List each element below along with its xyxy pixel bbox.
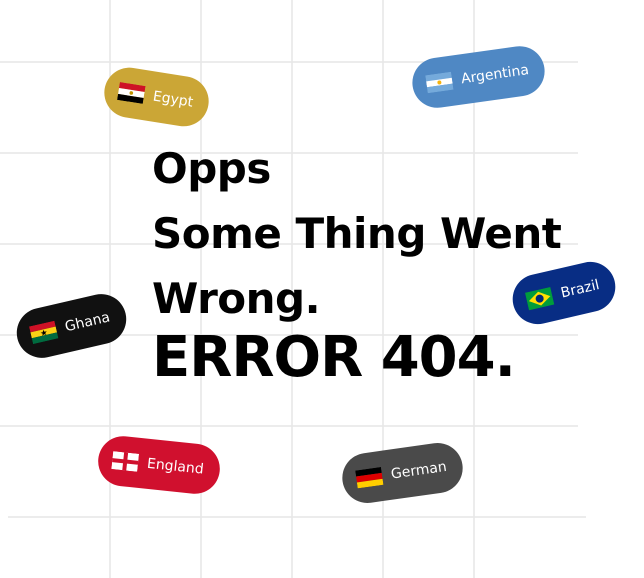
headline-line-opps: Opps <box>152 144 271 193</box>
tag-label: England <box>146 455 205 478</box>
tag-label: Egypt <box>151 88 195 111</box>
error-code: ERROR 404. <box>152 325 516 390</box>
tag-argentina[interactable]: Argentina <box>409 42 549 112</box>
tag-brazil[interactable]: Brazil <box>507 256 621 330</box>
germany-flag-icon <box>355 466 384 489</box>
tag-label: German <box>389 458 448 483</box>
tag-german[interactable]: German <box>339 439 466 507</box>
argentina-flag-icon <box>425 71 454 94</box>
egypt-flag-icon <box>117 82 146 104</box>
tag-egypt[interactable]: Egypt <box>100 64 213 130</box>
tag-label: Brazil <box>559 277 601 302</box>
ghana-flag-icon <box>29 320 59 345</box>
tag-ghana[interactable]: Ghana <box>11 289 131 363</box>
brazil-flag-icon <box>524 286 555 311</box>
headline-line-wrong: Wrong. <box>152 274 321 323</box>
error-message: Opps Some Thing Went Wrong. ERROR 404. <box>152 136 622 389</box>
england-flag-icon <box>111 451 140 472</box>
tag-label: Argentina <box>460 62 530 88</box>
tag-label: Ghana <box>63 309 112 336</box>
tag-england[interactable]: England <box>95 433 223 497</box>
headline-line-something-went: Some Thing Went <box>152 209 562 258</box>
